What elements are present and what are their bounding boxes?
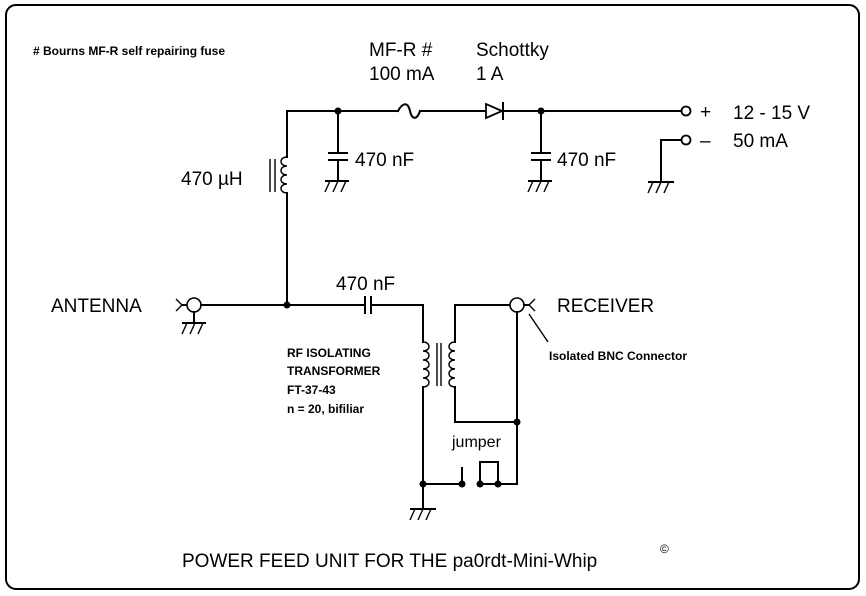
copyright-mark: ©	[660, 542, 669, 556]
bnc-note-label: Isolated BNC Connector	[549, 349, 687, 363]
antenna-label: ANTENNA	[51, 296, 142, 317]
supply-current-label: 50 mA	[733, 131, 788, 152]
inductor-symbol	[269, 110, 288, 306]
ground-cap-right	[527, 180, 552, 193]
cap-left-symbol	[328, 110, 348, 181]
cap-left-value-label: 470 nF	[355, 150, 414, 171]
junction-dot	[537, 107, 545, 115]
fuse-name-label: MF-R #	[369, 40, 433, 61]
diode-name-label: Schottky	[476, 40, 549, 61]
jumper-symbol	[422, 461, 518, 488]
diagram-frame	[5, 4, 860, 590]
bnc-pointer-line	[528, 313, 549, 343]
cap-right-value-label: 470 nF	[557, 150, 616, 171]
jumper-label: jumper	[451, 434, 502, 451]
cap-series-value-label: 470 nF	[336, 274, 395, 295]
fuse-symbol	[396, 103, 422, 119]
cap-series-symbol	[286, 296, 424, 314]
output-terminals	[660, 105, 692, 182]
diode-rating-label: 1 A	[476, 64, 504, 85]
rf-transformer-symbol	[422, 304, 518, 485]
schottky-diode-symbol	[485, 102, 505, 120]
junction-dot	[513, 418, 521, 426]
receiver-connector	[454, 297, 536, 485]
transformer-line-1: RF ISOLATING	[287, 346, 371, 360]
antenna-connector	[175, 297, 288, 335]
junction-dot	[334, 107, 342, 115]
ground-bottom	[409, 483, 436, 521]
ground-supply	[647, 181, 674, 194]
fuse-rating-label: 100 mA	[369, 64, 435, 85]
transformer-line-3: FT-37-43	[287, 383, 336, 397]
inductor-value-label: 470 µH	[181, 169, 243, 190]
receiver-label: RECEIVER	[557, 296, 654, 317]
cap-right-symbol	[531, 110, 551, 181]
diagram-title: POWER FEED UNIT FOR THE pa0rdt-Mini-Whip	[182, 551, 597, 572]
transformer-line-2: TRANSFORMER	[287, 364, 381, 378]
supply-plus-sign: +	[700, 102, 711, 123]
transformer-line-4: n = 20, bifiliar	[287, 402, 364, 416]
supply-voltage-label: 12 - 15 V	[733, 103, 810, 124]
ground-cap-left	[324, 180, 349, 193]
supply-minus-sign: –	[700, 131, 711, 152]
fuse-note: # Bourns MF-R self repairing fuse	[33, 44, 225, 58]
